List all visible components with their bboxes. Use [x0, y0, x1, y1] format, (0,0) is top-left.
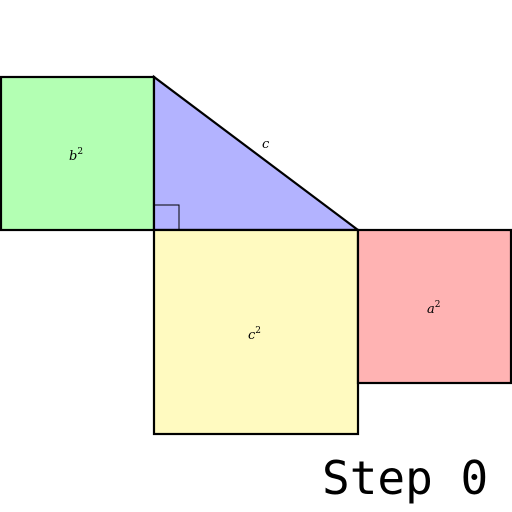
- label-b-squared: b2: [69, 147, 83, 164]
- label-hypotenuse-c: c: [262, 137, 270, 152]
- right-triangle: [152, 74, 362, 232]
- step-label: Step 0: [322, 451, 489, 505]
- square-b-squared: [0, 75, 156, 232]
- square-c-squared: [152, 228, 360, 436]
- square-a-squared: [356, 228, 512, 385]
- label-c-squared: c2: [248, 326, 261, 343]
- label-a-squared: a2: [427, 300, 441, 317]
